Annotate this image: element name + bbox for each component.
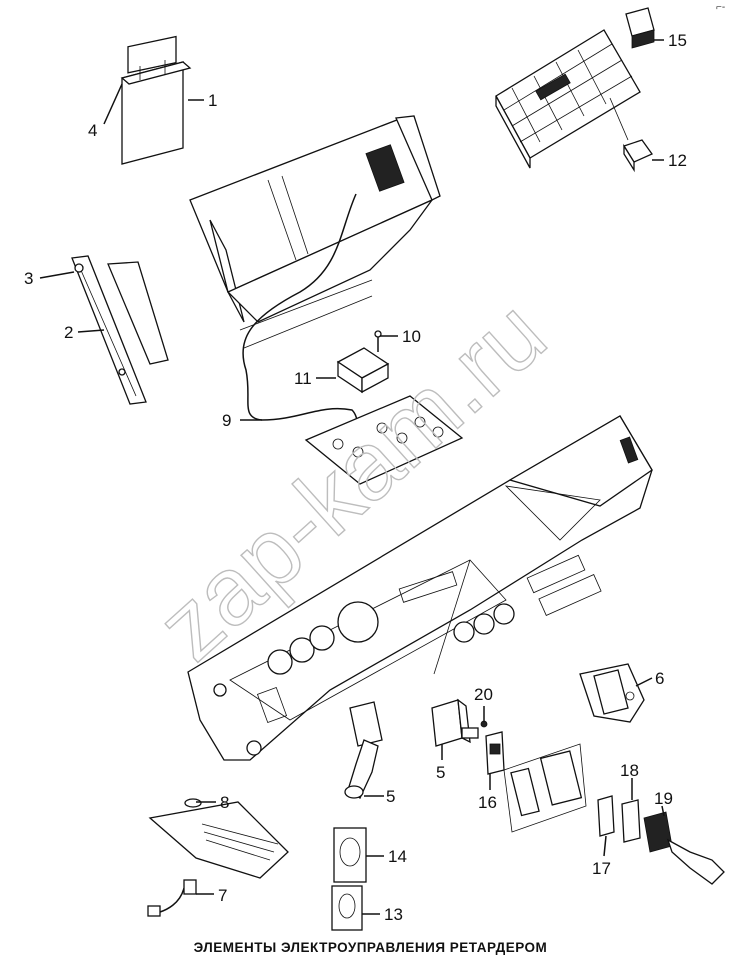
part-plate-17 <box>597 795 615 837</box>
callout-20: 20 <box>474 685 493 704</box>
callout-7: 7 <box>218 886 227 905</box>
diagram-caption: ЭЛЕМЕНТЫ ЭЛЕКТРОУПРАВЛЕНИЯ РЕТАРДЕРОМ <box>193 940 548 955</box>
part-lever-switch <box>344 701 383 799</box>
corner-mark: ⌐- <box>716 2 726 13</box>
part-switch-panel <box>304 395 464 485</box>
part-switch-body <box>431 698 479 747</box>
part-wiring-harness <box>242 193 359 459</box>
callout-13: 13 <box>384 905 403 924</box>
part-screw <box>374 330 382 352</box>
callout-16: 16 <box>478 793 497 812</box>
callout-17: 17 <box>592 859 611 878</box>
part-fuse-board <box>495 29 641 169</box>
callout-11: 11 <box>294 369 312 388</box>
callout-9: 9 <box>222 411 231 430</box>
callout-14: 14 <box>388 847 407 866</box>
callout-12: 12 <box>668 151 687 170</box>
callout-15: 15 <box>668 31 687 50</box>
part-plate-18 <box>621 799 641 843</box>
part-connector-19 <box>643 811 725 885</box>
part-switch-block <box>579 663 645 723</box>
callout-6: 6 <box>655 669 664 688</box>
callout-4: 4 <box>88 121 97 140</box>
part-mount-frame <box>503 743 587 833</box>
part-sensor <box>147 879 197 917</box>
part-relay-12 <box>609 97 653 173</box>
part-side-bracket <box>71 255 169 405</box>
callout-19: 19 <box>654 789 673 808</box>
part-plate-16 <box>485 731 505 775</box>
part-connector-15 <box>625 7 655 49</box>
callout-numbers: 1 2 3 4 5 5 6 7 8 9 10 11 12 13 14 15 16… <box>24 31 687 924</box>
part-bezel-14 <box>333 827 367 883</box>
part-dash-frame <box>189 115 441 349</box>
callout-5-switch: 5 <box>436 763 445 782</box>
callout-2: 2 <box>64 323 73 342</box>
part-relay-block <box>336 347 390 394</box>
callout-5-lever: 5 <box>386 787 395 806</box>
callout-18: 18 <box>620 761 639 780</box>
callout-1: 1 <box>208 91 217 110</box>
part-instrument-panel <box>187 415 653 761</box>
part-control-unit <box>120 35 192 165</box>
leader-lines <box>39 39 665 915</box>
callout-10: 10 <box>402 327 421 346</box>
callout-8: 8 <box>220 793 229 812</box>
part-pedal <box>148 798 289 879</box>
part-bezel-13 <box>331 885 363 931</box>
callout-3: 3 <box>24 269 33 288</box>
